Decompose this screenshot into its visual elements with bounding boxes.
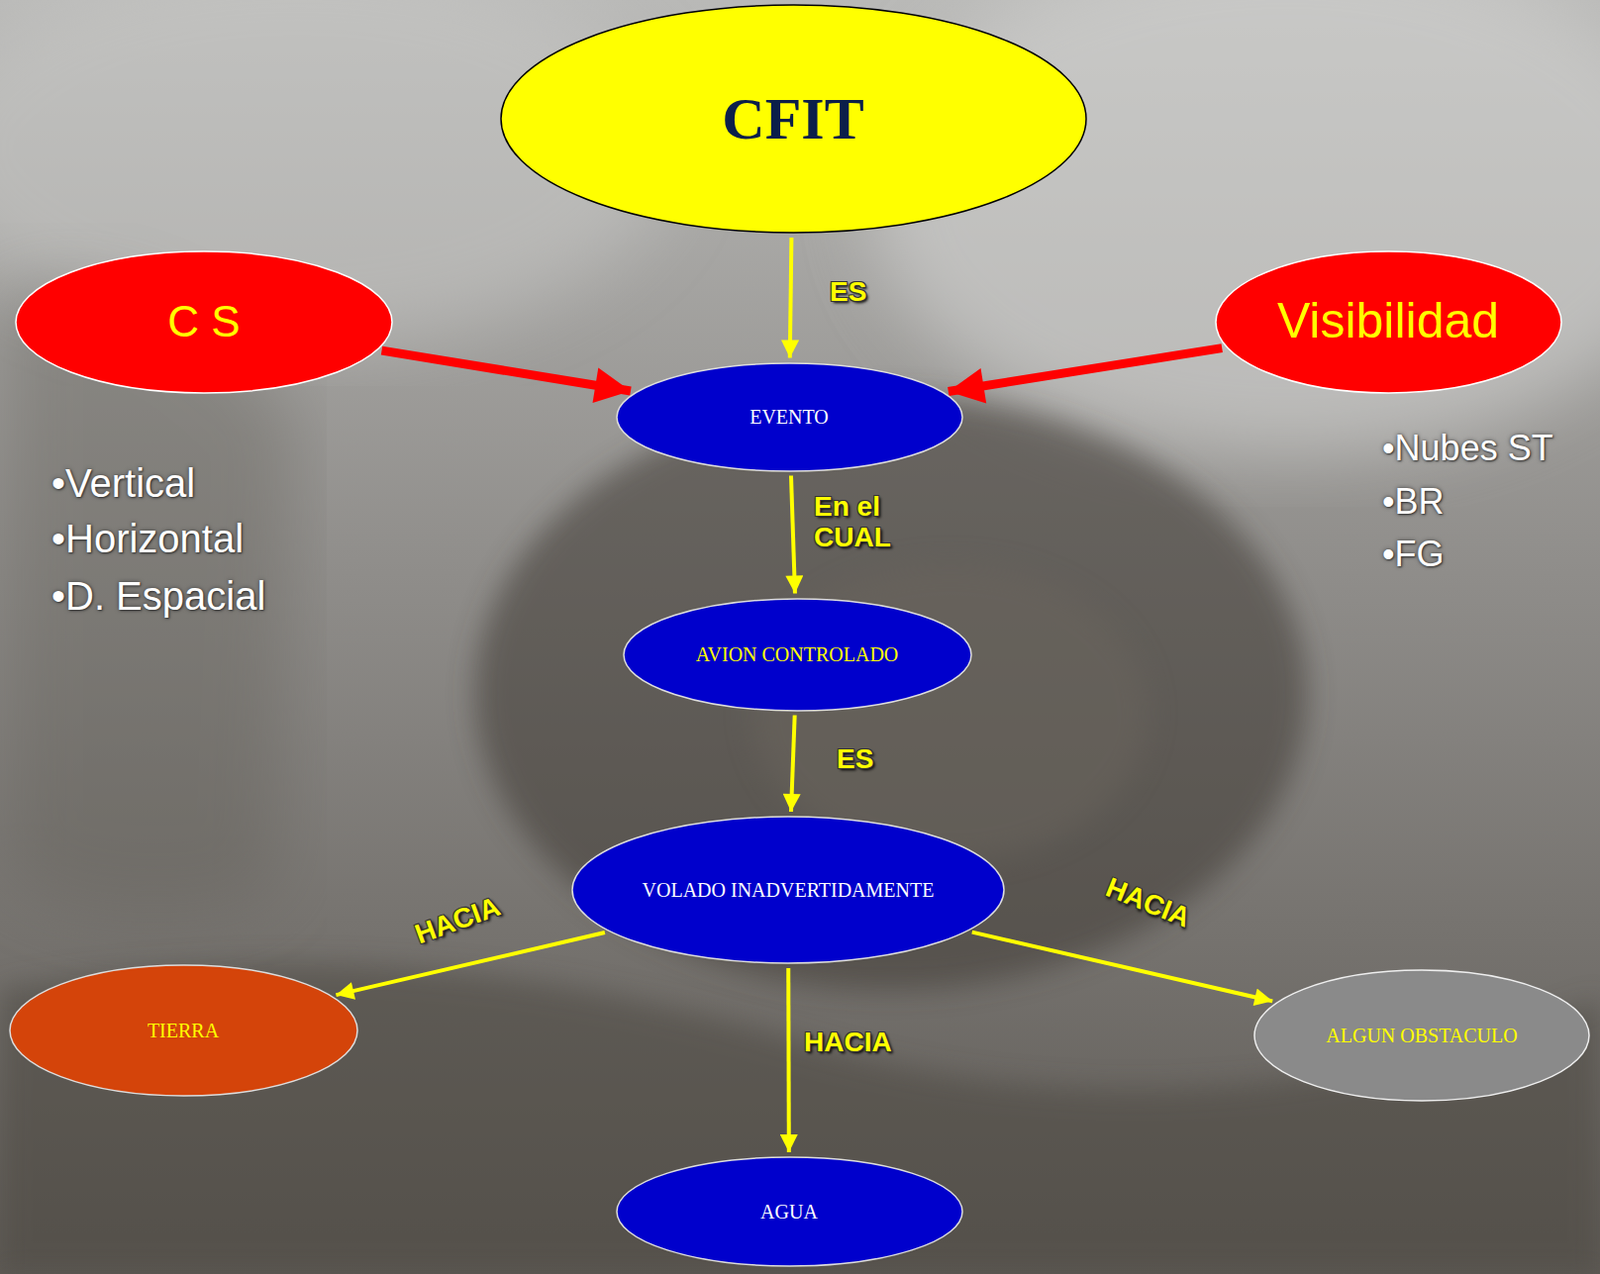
ellipse-fill <box>623 599 972 711</box>
bullet-note: •Vertical <box>51 461 196 506</box>
ellipse-fill <box>616 1157 963 1267</box>
edge-label: ES <box>836 744 874 776</box>
arrow-connector <box>790 237 793 359</box>
concept-ellipse: VOLADO INADVERTIDAMENTE <box>571 815 1005 965</box>
bullet-note: •BR <box>1382 481 1445 523</box>
ellipse-fill <box>1215 251 1562 394</box>
node-text: EVENTO <box>749 405 829 429</box>
node-text: Visibilidad <box>1277 293 1500 351</box>
target-ellipse: AGUA <box>615 1156 964 1268</box>
debris <box>0 964 1600 1274</box>
target-ellipse: TIERRA <box>8 964 359 1098</box>
arrow-connector <box>382 350 631 392</box>
tire-shape <box>475 396 1307 991</box>
bullet-note: •Horizontal <box>51 516 244 562</box>
bullet-note: •FG <box>1382 533 1445 576</box>
node-text: TIERRA <box>147 1019 219 1043</box>
arrow-connector <box>948 348 1222 393</box>
ellipse-fill <box>500 4 1087 233</box>
ellipse-fill <box>616 363 963 472</box>
factor-ellipse: C S <box>14 250 394 395</box>
edge-label: HACIA <box>1100 873 1195 935</box>
ellipse-fill <box>572 816 1004 964</box>
arrow-connector <box>791 475 796 594</box>
arrow-connector <box>972 932 1273 1002</box>
factor-ellipse: Visibilidad <box>1214 250 1563 395</box>
arrow-connector <box>786 968 792 1153</box>
node-text: VOLADO INADVERTIDAMENTE <box>642 879 935 902</box>
node-text: ALGUN OBSTACULO <box>1325 1024 1517 1048</box>
arrow-connector <box>335 932 604 996</box>
concept-ellipse: EVENTO <box>615 362 964 473</box>
ellipse-fill <box>1254 970 1590 1101</box>
ellipse-fill <box>9 965 358 1097</box>
bullet-note: •D. Espacial <box>51 574 266 619</box>
node-text: AGUA <box>760 1200 818 1224</box>
arrow-connector <box>791 714 796 812</box>
node-text: C S <box>167 297 240 348</box>
edge-label: HACIA <box>803 1027 893 1059</box>
bullet-note: •Nubes ST <box>1382 427 1554 470</box>
edge-label: En el CUAL <box>813 492 913 554</box>
node-text: AVION CONTROLADO <box>696 643 900 667</box>
ellipse-fill <box>15 251 393 394</box>
node-text: CFIT <box>721 85 864 154</box>
target-ellipse: ALGUN OBSTACULO <box>1253 969 1591 1102</box>
edge-label: ES <box>829 277 867 308</box>
title-ellipse: CFIT <box>500 3 1088 234</box>
edge-label: HACIA <box>410 892 504 951</box>
concept-ellipse: AVION CONTROLADO <box>622 598 973 712</box>
